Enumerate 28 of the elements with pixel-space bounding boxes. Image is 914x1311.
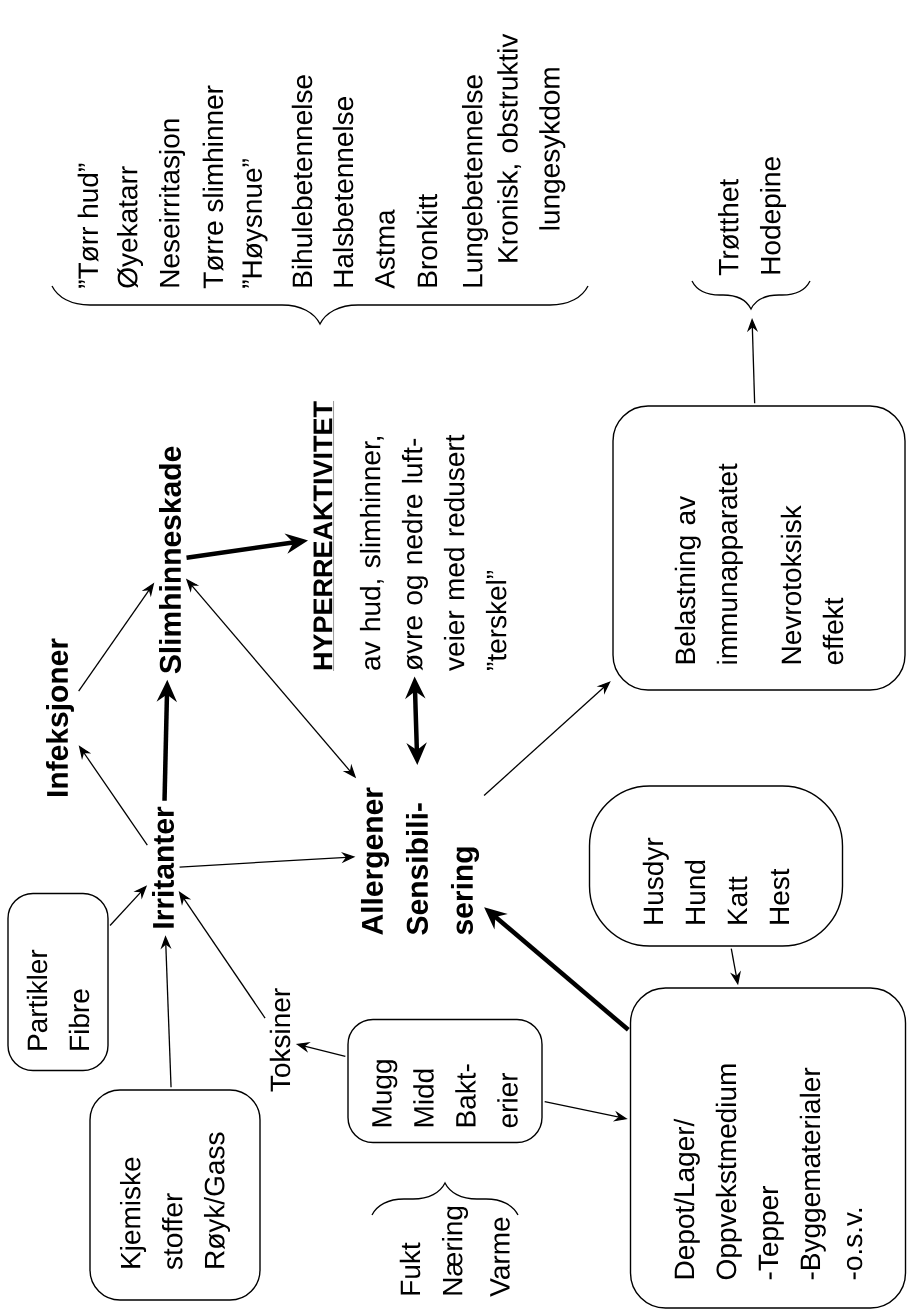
label-text: Øyekatarr bbox=[116, 166, 144, 288]
rounded-box: Belastning av immunapparatet Nevrotoksisk effekt bbox=[612, 405, 906, 691]
label-text: ”Tørr hud” bbox=[77, 163, 99, 288]
label-text: Tørre slimhinner bbox=[202, 85, 224, 289]
label-text: Fukt bbox=[399, 1242, 421, 1295]
label-text: Halsbetennelse bbox=[332, 97, 354, 287]
label-text: Astma bbox=[375, 209, 395, 289]
label-text: Næring bbox=[441, 1206, 469, 1295]
label-text: Lungebetennelse bbox=[461, 75, 489, 287]
concept-label: Infeksjoner bbox=[46, 638, 74, 796]
concept-text: HYPERREAKTIVITET av hud, slimhinner, øvre og nedre luft- veier med redusert ”terskel” bbox=[313, 400, 507, 672]
label-text: Kronisk, obstruktiv lungesykdom bbox=[497, 33, 566, 262]
rounded-box: Kjemiske stoffer Røyk/Gass bbox=[89, 1089, 261, 1301]
label-text: Bihulebetennelse bbox=[291, 75, 313, 287]
concept-label: Irritanter bbox=[152, 806, 174, 928]
label-text: ”Høysnue” bbox=[242, 159, 268, 288]
label-text: Neseirritasjon bbox=[158, 119, 186, 287]
symptom-list: Trøtthet Hodepine bbox=[717, 157, 787, 276]
rounded-box: Depot/Lager/ Oppvekstmedium -Tepper -Byggematerialer -o.s.v. bbox=[629, 987, 907, 1309]
rounded-box: Partikler Fibre bbox=[7, 892, 109, 1072]
arrow bbox=[483, 681, 611, 797]
rounded-box: Mugg Midd Bakt- erier bbox=[347, 1018, 543, 1144]
concept-label: Slimhinneskade bbox=[159, 446, 181, 674]
rounded-box: Husdyr Hund Katt Hest bbox=[588, 785, 844, 947]
label-text: Varme bbox=[490, 1217, 510, 1297]
label-text: Bronkitt bbox=[416, 194, 438, 287]
concept-label: Toksiner bbox=[269, 988, 291, 1092]
concept-label: Allergener Sensibili- sering bbox=[360, 787, 480, 935]
